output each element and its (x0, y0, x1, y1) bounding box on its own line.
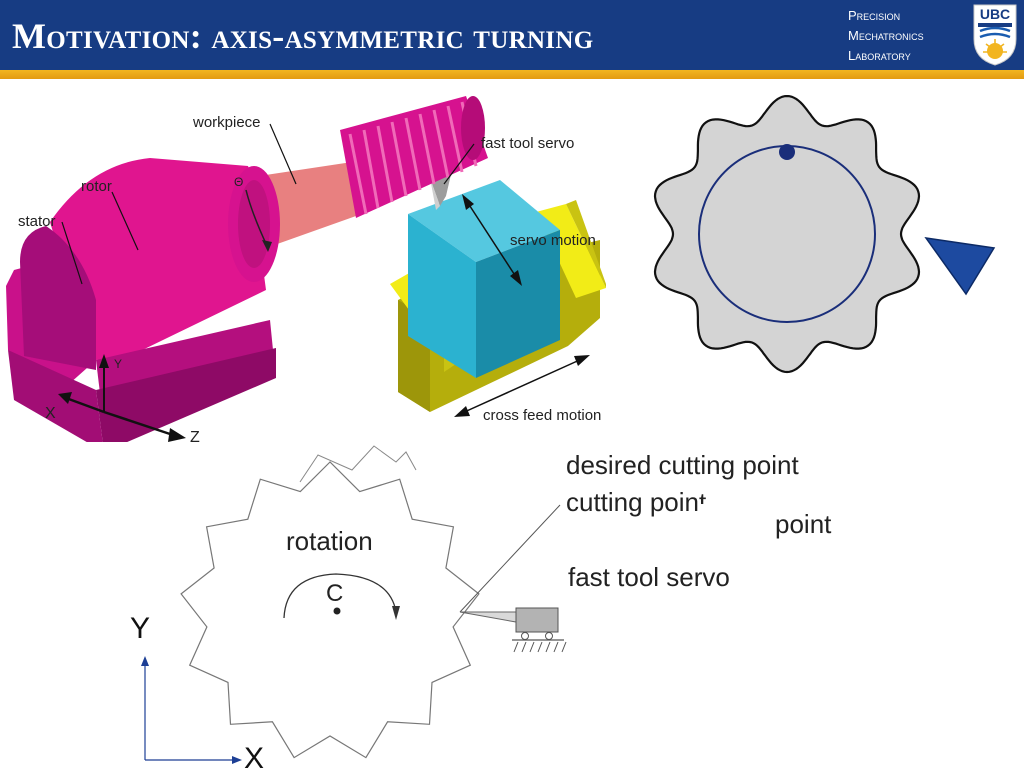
axis-z-label: Z (190, 429, 200, 442)
machine-diagram: workpiece rotor stator Θ fast tool servo… (6, 96, 606, 442)
title-bar-stripe (0, 70, 1024, 79)
rotated-profile-outline (299, 445, 417, 483)
cutting-tool-triangle (924, 237, 996, 296)
rotation-arrow (283, 573, 397, 619)
center-dot (333, 607, 341, 615)
servo-motion-label: servo motion (510, 232, 596, 249)
fast-tool-servo-label-bottom: fast tool servo (568, 562, 730, 592)
workpiece-label: workpiece (192, 114, 261, 131)
lab-name: Precision Mechatronics Laboratory (848, 6, 968, 66)
center-label: C (326, 580, 343, 607)
lab-name-line-3: Laboratory (848, 48, 911, 63)
slide-title: Motivation: axis-asymmetric turning (12, 16, 594, 56)
desired-cutting-point-label: desired cutting point (566, 450, 799, 480)
title-bar (0, 0, 1024, 70)
theta-label: Θ (234, 175, 243, 189)
fast-tool-servo-label: fast tool servo (481, 135, 574, 152)
cutting-point-dot (779, 144, 795, 160)
point-fragment-label: point (775, 509, 832, 539)
rotation-label: rotation (286, 526, 373, 556)
wavy-profile-diagram (653, 95, 996, 374)
wavy-profile (653, 95, 921, 374)
y-axis-label: Y (130, 612, 150, 645)
ubc-logo-text: UBC (980, 6, 1010, 22)
rotor-label: rotor (81, 178, 112, 195)
axis-y-label: Y (114, 357, 122, 371)
cross-feed-motion-label: cross feed motion (483, 407, 601, 424)
lab-name-line-1: Precision (848, 8, 901, 23)
cutting-point-label: cutting point (566, 487, 707, 517)
tool-body (515, 607, 559, 633)
lab-name-line-2: Mechatronics (848, 28, 924, 43)
tool-blade (459, 611, 517, 623)
ubc-logo: UBC (973, 4, 1017, 66)
stator-label: stator (18, 213, 56, 230)
leader-line (459, 504, 561, 613)
axis-x-label: X (45, 405, 56, 422)
rotation-diagram: desired cutting point cutting point poin… (130, 440, 832, 768)
x-axis-label: X (244, 742, 264, 768)
star-profile (180, 461, 480, 759)
